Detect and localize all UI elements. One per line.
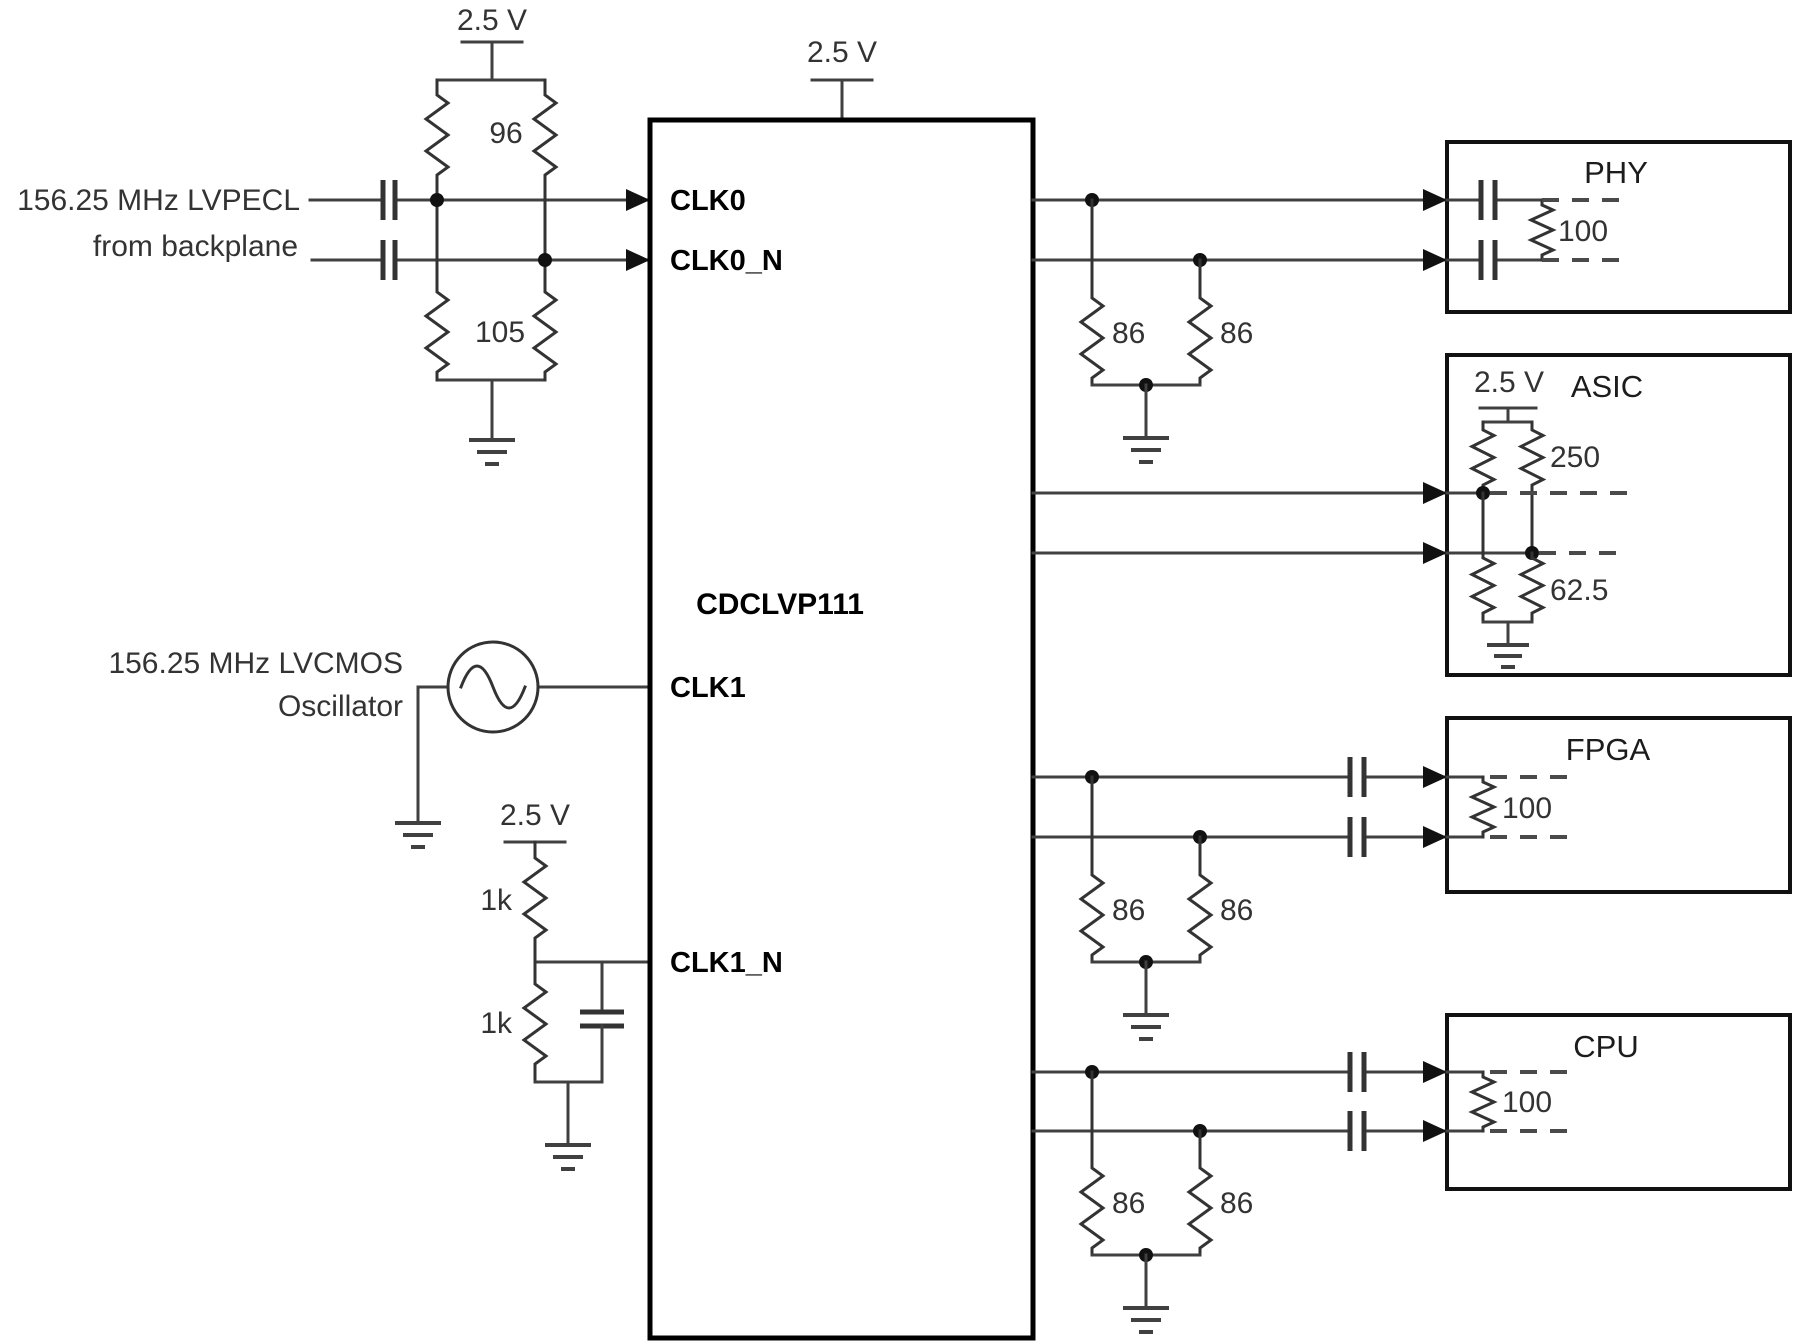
cpu-load: CPU 100 <box>1445 1013 1792 1191</box>
fpga-label: FPGA <box>1566 732 1651 767</box>
phy-load: PHY 100 <box>1445 140 1792 314</box>
lvcmos-label-line2: Oscillator <box>278 690 403 723</box>
resistor-96-left <box>423 78 451 202</box>
ground-symbol-oscillator <box>395 821 441 849</box>
input-arrow-clk0n <box>626 249 650 271</box>
output-pair-asic <box>1031 482 1449 564</box>
output-arrow <box>1423 482 1447 504</box>
resistor-100-value: 100 <box>1502 792 1552 825</box>
supply-label: 2.5 V <box>500 799 570 832</box>
ac-coupling-cap-fpga-p <box>1347 757 1367 797</box>
ac-coupling-cap-clk0 <box>380 180 398 220</box>
resistor-100-fpga <box>1468 775 1498 839</box>
lvcmos-label-line1: 156.25 MHz LVCMOS <box>108 647 403 680</box>
asic-label: ASIC <box>1571 369 1643 404</box>
fpga-load: FPGA 100 <box>1445 716 1792 894</box>
output-pair-fpga: 86 86 <box>1031 757 1449 1041</box>
fpga-box <box>1445 716 1792 894</box>
resistor-100-value: 100 <box>1502 1086 1552 1119</box>
chip-body <box>647 117 1036 1341</box>
resistor-100-phy <box>1527 198 1557 262</box>
output-arrow <box>1423 1120 1447 1142</box>
resistor-105-left <box>423 198 451 382</box>
oscillator-symbol <box>446 640 540 734</box>
resistor-250-value: 250 <box>1550 441 1600 474</box>
ac-coupling-cap-phy-p <box>1478 180 1498 220</box>
cpu-box <box>1445 1013 1792 1191</box>
output-arrow <box>1423 826 1447 848</box>
supply-label: 2.5 V <box>807 36 877 69</box>
resistor-86-value: 86 <box>1220 1187 1253 1220</box>
resistor-86-value: 86 <box>1112 1187 1145 1220</box>
ac-coupling-cap-fpga-n <box>1347 817 1367 857</box>
lvpecl-supply-2v5: 2.5 V <box>457 4 527 82</box>
resistor-250-right <box>1517 420 1547 555</box>
ac-coupling-cap-cpu-p <box>1347 1052 1367 1092</box>
resistor-86-value: 86 <box>1220 894 1253 927</box>
bias-supply-2v5: 2.5 V <box>500 799 570 844</box>
phy-box <box>1445 140 1792 314</box>
resistor-1k-lower-value: 1k <box>480 1007 513 1040</box>
resistor-105-value: 105 <box>475 316 525 349</box>
output-pair-cpu: 86 86 <box>1031 1052 1449 1334</box>
output-arrow <box>1423 1061 1447 1083</box>
resistor-96-value: 96 <box>489 117 522 150</box>
supply-label: 2.5 V <box>457 4 527 37</box>
resistor-250-left <box>1468 420 1498 495</box>
resistor-96-right <box>531 78 559 262</box>
output-pair-phy: 86 86 <box>1031 189 1449 464</box>
lvpecl-label-line1: 156.25 MHz LVPECL <box>17 184 300 217</box>
asic-supply-2v5: 2.5 V <box>1474 366 1544 424</box>
resistor-100-cpu <box>1468 1070 1498 1133</box>
pin-label-clk1n: CLK1_N <box>670 947 783 979</box>
ac-coupling-cap-phy-n <box>1478 240 1498 280</box>
ac-coupling-cap-clk0n <box>380 240 398 280</box>
cpu-label: CPU <box>1573 1029 1638 1064</box>
lvcmos-oscillator-section: 156.25 MHz LVCMOS Oscillator <box>108 640 652 849</box>
chip-supply-2v5: 2.5 V <box>807 36 877 122</box>
resistor-62.5-right <box>1517 551 1547 624</box>
bypass-capacitor <box>580 960 624 1084</box>
resistor-105-right <box>531 258 559 382</box>
clk1n-bias-network: 2.5 V 1k 1k <box>480 799 652 1171</box>
ground-symbol-asic <box>1487 620 1529 669</box>
output-arrow <box>1423 189 1447 211</box>
resistor-1k-upper <box>521 840 549 964</box>
ac-coupling-cap-cpu-n <box>1347 1111 1367 1151</box>
ground-symbol-lvpecl <box>469 378 515 466</box>
resistor-86-value: 86 <box>1220 317 1253 350</box>
resistor-86-value: 86 <box>1112 894 1145 927</box>
junction-dot <box>538 253 552 267</box>
resistor-1k-lower <box>521 960 549 1084</box>
resistor-100-value: 100 <box>1558 215 1608 248</box>
resistor-62.5-value: 62.5 <box>1550 574 1608 607</box>
termination-86-network-2: 86 86 <box>1078 775 1253 1041</box>
phy-label: PHY <box>1584 155 1648 190</box>
output-arrow <box>1423 249 1447 271</box>
resistor-86-value: 86 <box>1112 317 1145 350</box>
lvpecl-input-section: 156.25 MHz LVPECL from backplane 2.5 V <box>17 4 652 466</box>
pin-label-clk0: CLK0 <box>670 185 746 217</box>
asic-load: ASIC 2.5 V 250 62.5 <box>1445 353 1792 677</box>
resistor-62.5-left <box>1468 491 1498 624</box>
chip-cdclvp111: 2.5 V CDCLVP111 CLK0 CLK0_N CLK1 CLK1_N <box>647 36 1036 1341</box>
termination-86-network-3: 86 86 <box>1078 1070 1253 1334</box>
resistor-1k-upper-value: 1k <box>480 884 513 917</box>
junction-dot <box>430 193 444 207</box>
lvpecl-label-line2: from backplane <box>93 230 298 263</box>
output-arrow <box>1423 542 1447 564</box>
supply-label: 2.5 V <box>1474 366 1544 399</box>
ground-symbol-bias <box>545 1080 591 1171</box>
pin-label-clk1: CLK1 <box>670 672 746 704</box>
output-arrow <box>1423 766 1447 788</box>
termination-86-network-1: 86 86 <box>1078 198 1253 464</box>
chip-title: CDCLVP111 <box>696 588 864 621</box>
input-arrow-clk0 <box>626 189 650 211</box>
pin-label-clk0n: CLK0_N <box>670 245 783 277</box>
